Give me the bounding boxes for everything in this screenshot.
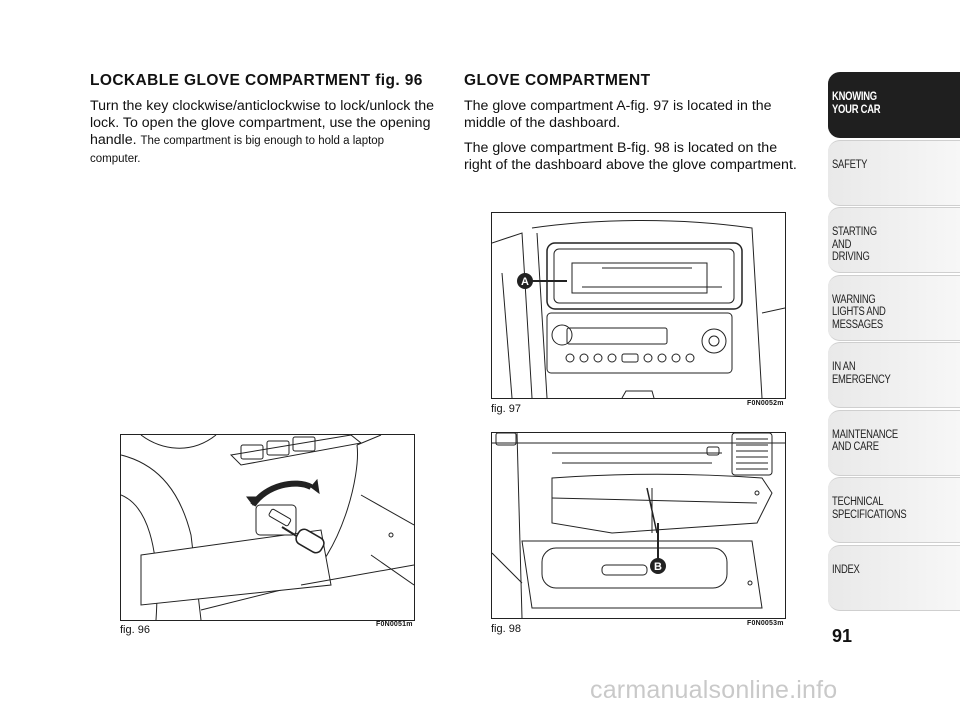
figure-98: B — [491, 432, 786, 619]
fig-96-code: F0N0051m — [376, 621, 413, 628]
watermark: carmanualsonline.info — [590, 676, 838, 704]
tab-safety[interactable]: SAFETY — [828, 139, 960, 206]
dashboard-center-illustration: A — [492, 220, 785, 398]
figure-97: A — [491, 212, 786, 399]
figure-96 — [120, 434, 415, 621]
tab-index[interactable]: INDEX — [828, 544, 960, 611]
tab-maintenance[interactable]: MAINTENANCE AND CARE — [828, 409, 960, 476]
body-small: The compartment is big enough to hold a … — [90, 135, 385, 165]
section-heading-lockable-glove: LOCKABLE GLOVE COMPARTMENT fig. 96 — [90, 72, 423, 89]
tab-in-an-emergency[interactable]: IN AN EMERGENCY — [828, 342, 960, 408]
right-column: GLOVE COMPARTMENT The glove compartment … — [464, 72, 804, 182]
tab-knowing-your-car[interactable]: KNOWING YOUR CAR — [828, 72, 960, 138]
body-text: Turn the key clockwise/anticlockwise to … — [90, 98, 435, 168]
callout-b: B — [654, 561, 662, 573]
callout-a: A — [521, 276, 529, 288]
fig-97-label: fig. 97 — [491, 403, 521, 415]
paragraph-2: The glove compartment B-fig. 98 is locat… — [464, 140, 797, 173]
dashboard-right-illustration: B — [492, 433, 785, 618]
section-heading-glove: GLOVE COMPARTMENT — [464, 72, 651, 89]
left-column: LOCKABLE GLOVE COMPARTMENT fig. 96 Turn … — [90, 72, 435, 176]
body-main: Turn the key clockwise/anticlockwise to … — [90, 98, 435, 148]
glove-lock-illustration — [121, 435, 414, 620]
fig-97-code: F0N0052m — [747, 400, 784, 407]
fig-98-code: F0N0053m — [747, 620, 784, 627]
fig-96-label: fig. 96 — [120, 624, 150, 636]
fig-98-label: fig. 98 — [491, 623, 521, 635]
paragraph-1: The glove compartment A-fig. 97 is locat… — [464, 98, 772, 131]
tab-starting-and-driving[interactable]: STARTING AND DRIVING — [828, 207, 960, 273]
tab-technical-specifications[interactable]: TECHNICAL SPECIFICATIONS — [828, 477, 960, 543]
chapter-tabs: KNOWING YOUR CAR SAFETY STARTING AND DRI… — [828, 72, 960, 612]
page-number: 91 — [832, 626, 853, 646]
tab-warning-lights[interactable]: WARNING LIGHTS AND MESSAGES — [828, 274, 960, 341]
